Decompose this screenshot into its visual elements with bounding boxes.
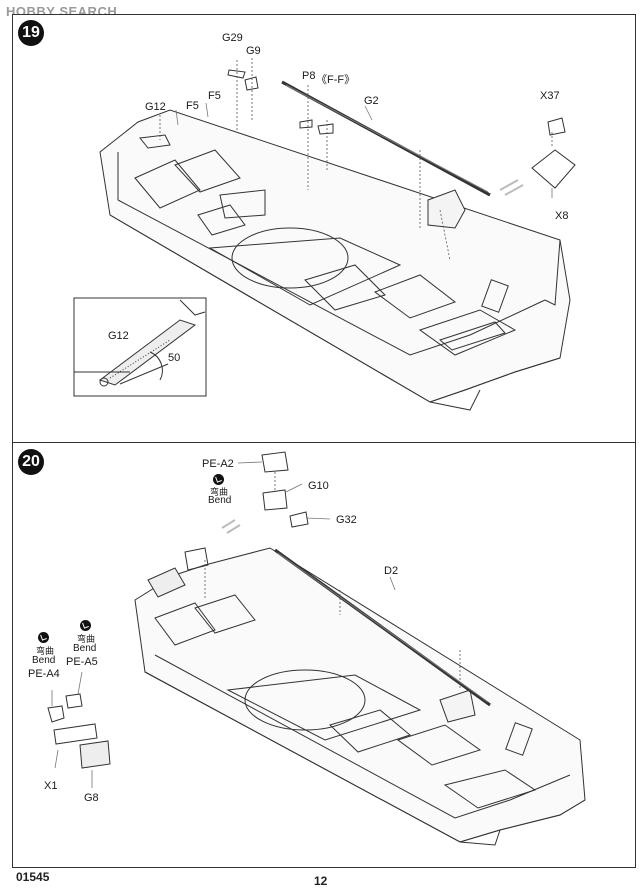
label-g10: G10 (308, 480, 329, 492)
label-bend: Bend (208, 495, 232, 506)
step-20-number: 20 (18, 449, 44, 475)
label-g2: G2 (364, 95, 379, 107)
label-f5-top: F5 (208, 90, 221, 102)
label-angle: 50 (168, 352, 181, 364)
step-19-parts (139, 69, 576, 229)
label-d2: D2 (384, 565, 399, 577)
step-19-hull (99, 109, 571, 411)
label-g12: G12 (145, 101, 166, 113)
label-g8: G8 (84, 792, 99, 804)
page-number: 12 (314, 874, 328, 888)
label-pe-a2: PE-A2 (202, 458, 234, 470)
label-pe-a5: PE-A5 (66, 656, 98, 668)
label-pe-a4: PE-A4 (28, 668, 60, 680)
step-20-hull (134, 547, 586, 846)
bend-icon-left-2 (80, 620, 91, 631)
label-ff: 《F-F》 (316, 74, 356, 86)
bend-icon-left-1 (38, 632, 49, 643)
label-x37: X37 (540, 90, 560, 102)
product-code: 01545 (16, 870, 50, 884)
label-g29: G29 (222, 32, 243, 44)
label-x1: X1 (44, 780, 58, 792)
label-bend-left-2: Bend (73, 643, 97, 654)
label-x8: X8 (555, 210, 569, 222)
step-20-parts (47, 451, 491, 769)
bend-icon (213, 474, 224, 485)
step-19-number: 19 (18, 20, 44, 46)
label-bend-left-1: Bend (32, 655, 56, 666)
step-19-detail-inset (73, 297, 207, 397)
label-bend-cn-left-1: 弯曲 (36, 646, 55, 656)
label-g9: G9 (246, 45, 261, 57)
label-p8: P8 (302, 70, 316, 82)
label-bend-cn: 弯曲 (210, 487, 229, 497)
label-bend-cn-left-2: 弯曲 (77, 634, 96, 644)
label-detail-g12: G12 (108, 330, 129, 342)
label-g32: G32 (336, 514, 357, 526)
label-f5: F5 (186, 100, 199, 112)
